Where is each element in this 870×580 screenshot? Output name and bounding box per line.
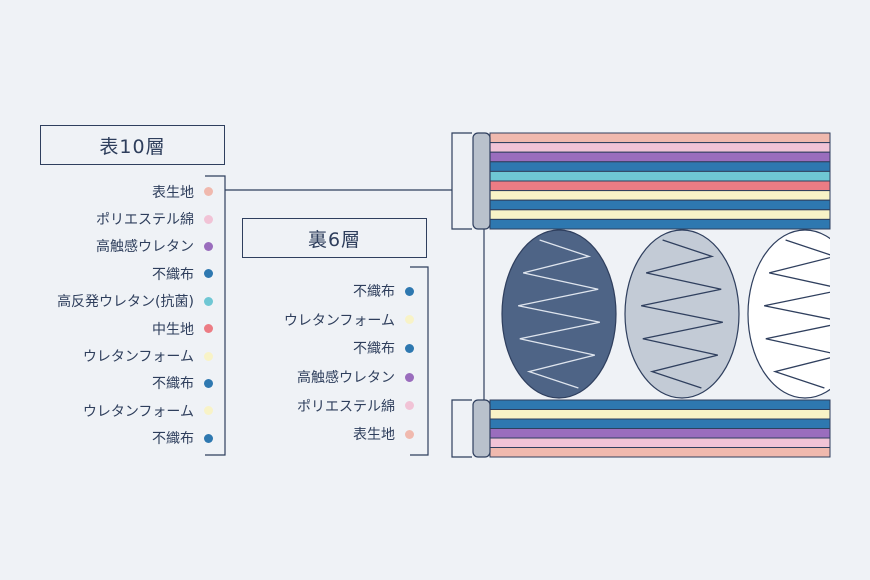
top-layer-label: 不織布	[152, 266, 194, 283]
top-layer-color-dot	[204, 378, 213, 388]
top-side-bracket	[451, 132, 472, 230]
bottom-layers-title: 裏6層	[242, 218, 427, 258]
top-layer-stripes	[489, 132, 831, 230]
top-layer-label: 高触感ウレタン	[96, 239, 194, 256]
top-layer-legend: 表生地ポリエステル綿高触感ウレタン不織布高反発ウレタン(抗菌)中生地ウレタンフォ…	[57, 178, 213, 452]
spring-zigzag	[764, 239, 830, 389]
bottom-layer-item: ウレタンフォーム	[284, 306, 414, 335]
top-layer-item: ポリエステル綿	[57, 205, 213, 232]
top-layer-label: 高反発ウレタン(抗菌)	[57, 294, 194, 311]
top-stripe	[489, 199, 831, 211]
bottom-layer-color-dot	[405, 401, 414, 411]
top-layer-item: 高反発ウレタン(抗菌)	[57, 288, 213, 315]
bottom-layer-label: 高触感ウレタン	[297, 370, 395, 387]
top-stripe	[489, 151, 831, 163]
bottom-edge-cap	[472, 399, 491, 458]
top-stripe	[489, 170, 831, 182]
top-layer-color-dot	[204, 241, 213, 251]
bottom-layer-stripes	[489, 399, 831, 458]
bottom-layer-color-dot	[405, 429, 414, 439]
top-layer-item: ウレタンフォーム	[57, 397, 213, 424]
bottom-layer-color-dot	[405, 315, 414, 325]
top-layer-item: 不織布	[57, 260, 213, 287]
top-layer-item: 不織布	[57, 425, 213, 452]
coil-white	[747, 229, 830, 399]
top-layer-item: 表生地	[57, 178, 213, 205]
spring-zigzag	[641, 239, 723, 389]
top-layer-color-dot	[204, 433, 213, 443]
top-edge-cap	[472, 132, 491, 230]
top-stripe	[489, 142, 831, 153]
bottom-layer-color-dot	[405, 286, 414, 296]
top-layers-title: 表10層	[40, 125, 225, 165]
bottom-layer-label: ウレタンフォーム	[283, 312, 395, 329]
top-stripe	[489, 132, 831, 144]
bottom-stripe	[489, 418, 831, 429]
bottom-stripe	[489, 409, 831, 420]
top-layer-label: ウレタンフォーム	[82, 403, 194, 420]
top-stripe	[489, 190, 831, 201]
top-layer-label: ポリエステル綿	[96, 212, 194, 229]
top-layer-item: 高触感ウレタン	[57, 233, 213, 260]
bottom-layer-label: 不織布	[353, 284, 395, 301]
top-layer-color-dot	[204, 269, 213, 279]
bottom-layer-color-dot	[405, 343, 414, 353]
bottom-stripe	[489, 447, 831, 458]
top-layer-item: ウレタンフォーム	[57, 342, 213, 369]
bottom-side-bracket	[451, 399, 472, 458]
bottom-layer-legend: 不織布ウレタンフォーム不織布高触感ウレタンポリエステル綿表生地	[284, 277, 414, 449]
top-stripe	[489, 180, 831, 192]
spring-zigzag	[518, 239, 600, 389]
top-layer-color-dot	[204, 406, 213, 416]
top-layer-label: 中生地	[152, 321, 194, 338]
bottom-layer-item: 表生地	[284, 420, 414, 449]
bottom-legend-bracket	[410, 266, 429, 456]
top-layer-color-dot	[204, 351, 213, 361]
top-layer-color-dot	[204, 214, 213, 224]
top-layer-item: 不織布	[57, 370, 213, 397]
top-layer-color-dot	[204, 187, 213, 197]
bottom-layer-label: 表生地	[353, 427, 395, 444]
bottom-stripe	[489, 428, 831, 439]
top-layer-item: 中生地	[57, 315, 213, 342]
bottom-layer-item: 不織布	[284, 334, 414, 363]
pocket-coils	[501, 229, 830, 399]
top-layer-label: 不織布	[152, 431, 194, 448]
bottom-stripe	[489, 437, 831, 448]
top-legend-bracket	[205, 175, 226, 456]
top-stripe	[489, 209, 831, 220]
top-layer-label: 不織布	[152, 376, 194, 393]
bottom-layer-item: 高触感ウレタン	[284, 363, 414, 392]
bottom-layer-item: ポリエステル綿	[284, 391, 414, 420]
top-stripe	[489, 161, 831, 172]
top-layer-label: 表生地	[152, 184, 194, 201]
bottom-layer-item: 不織布	[284, 277, 414, 306]
bottom-stripe	[489, 399, 831, 410]
top-layer-label: ウレタンフォーム	[82, 349, 194, 366]
bottom-layer-label: 不織布	[353, 341, 395, 358]
top-layer-color-dot	[204, 324, 213, 334]
bottom-layer-label: ポリエステル綿	[297, 398, 395, 415]
bottom-layer-color-dot	[405, 372, 414, 382]
top-stripe	[489, 218, 831, 230]
top-layer-color-dot	[204, 296, 213, 306]
